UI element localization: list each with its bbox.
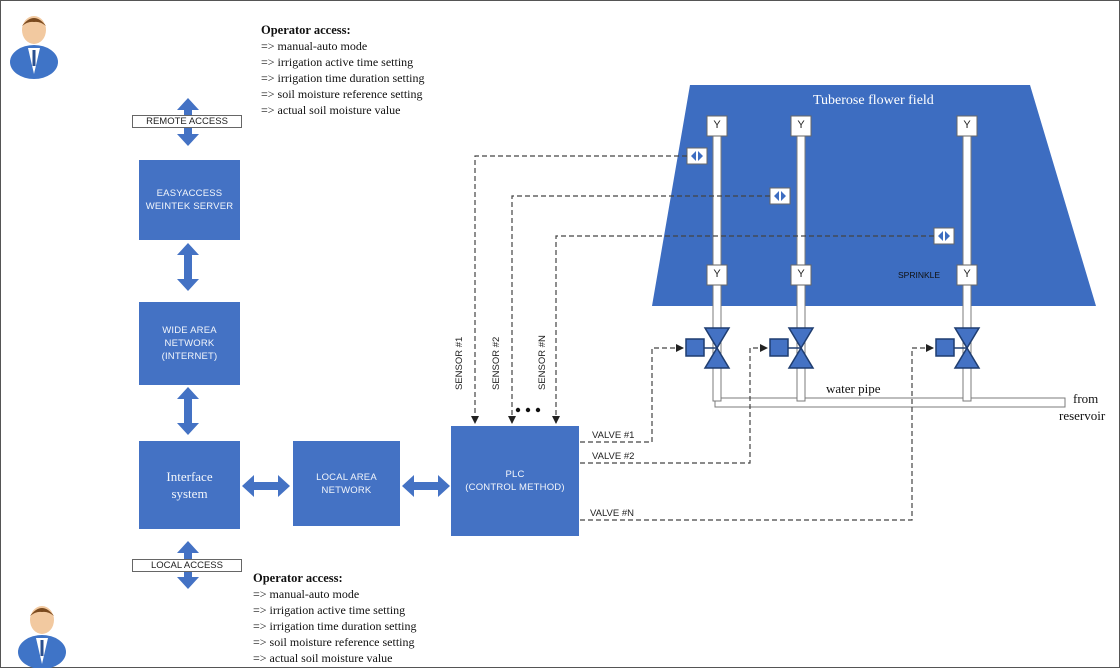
block-label: WEINTEK SERVER <box>145 201 234 212</box>
sprinkler-icon <box>706 115 978 286</box>
block-label: WIDE AREA <box>162 325 217 336</box>
double-arrow-icon <box>177 387 199 435</box>
notes-item: => soil moisture reference setting <box>261 87 423 101</box>
valve-signal-lines <box>580 344 934 521</box>
block-label: NETWORK <box>321 484 372 496</box>
double-arrow-icon <box>177 243 199 291</box>
sensor-signal-lines <box>471 155 934 424</box>
sprinkler-symbol: Y <box>963 119 971 131</box>
notes-item: => soil moisture reference setting <box>253 635 415 649</box>
water-pipe-label: water pipe <box>826 381 881 396</box>
notes-item: => actual soil moisture value <box>261 103 401 117</box>
notes-heading: Operator access: <box>261 23 351 37</box>
wan-block: WIDE AREA NETWORK (INTERNET) <box>139 302 240 385</box>
notes-item: => irrigation time duration setting <box>253 619 417 633</box>
sprinkler-symbol: Y <box>713 119 721 131</box>
valve-label: VALVE #1 <box>592 430 635 441</box>
sprinkler-symbol: Y <box>713 268 721 280</box>
double-arrow-icon <box>402 475 450 497</box>
water-pipe <box>714 397 1066 408</box>
operator-access-remote: Operator access: => manual-auto mode => … <box>261 22 425 118</box>
operator-access-local: Operator access: => manual-auto mode => … <box>253 570 417 666</box>
valve-label: VALVE #N <box>590 508 635 519</box>
sprinkler-symbol: Y <box>797 119 805 131</box>
field-title: Tuberose flower field <box>813 93 934 108</box>
sensor-icon <box>686 147 708 165</box>
notes-item: => manual-auto mode <box>261 39 368 53</box>
block-label: system <box>171 486 208 501</box>
sensor-label: SENSOR #1 <box>454 336 465 390</box>
remote-access-tag: REMOTE ACCESS <box>132 115 242 128</box>
block-label: (INTERNET) <box>161 351 218 362</box>
reservoir-label: from <box>1073 391 1099 406</box>
person-icon <box>10 16 58 79</box>
sprinkle-label: SPRINKLE <box>898 270 941 280</box>
plc-block: PLC (CONTROL METHOD) <box>451 426 579 536</box>
valve-label: VALVE #2 <box>592 451 635 462</box>
person-icon <box>18 606 66 668</box>
notes-item: => irrigation active time setting <box>253 603 406 617</box>
block-label: Interface <box>166 469 213 484</box>
sensor-icon <box>933 227 955 245</box>
notes-item: => irrigation active time setting <box>261 55 414 69</box>
sensor-label: SENSOR #2 <box>491 336 502 390</box>
sprinkler-symbol: Y <box>963 268 971 280</box>
block-label: LOCAL AREA <box>316 471 377 483</box>
notes-item: => irrigation time duration setting <box>261 71 425 85</box>
interface-system-block: Interface system <box>139 441 240 529</box>
notes-heading: Operator access: <box>253 571 343 585</box>
easyaccess-server-block: EASYACCESS WEINTEK SERVER <box>139 160 240 240</box>
notes-item: => actual soil moisture value <box>253 651 393 665</box>
block-label: (CONTROL METHOD) <box>465 482 565 493</box>
block-label: PLC <box>505 469 525 480</box>
notes-item: => manual-auto mode <box>253 587 360 601</box>
double-arrow-icon <box>242 475 290 497</box>
reservoir-label: reservoir <box>1059 408 1106 423</box>
actuator-icon <box>685 338 967 357</box>
block-label: EASYACCESS <box>156 188 223 199</box>
lan-block: LOCAL AREA NETWORK <box>293 441 400 526</box>
sensor-icon <box>769 187 791 205</box>
sensor-label: SENSOR #N <box>537 335 548 390</box>
sprinkler-symbol: Y <box>797 268 805 280</box>
block-label: NETWORK <box>164 338 215 349</box>
tuberose-field <box>652 85 1096 306</box>
local-access-tag: LOCAL ACCESS <box>132 559 242 572</box>
